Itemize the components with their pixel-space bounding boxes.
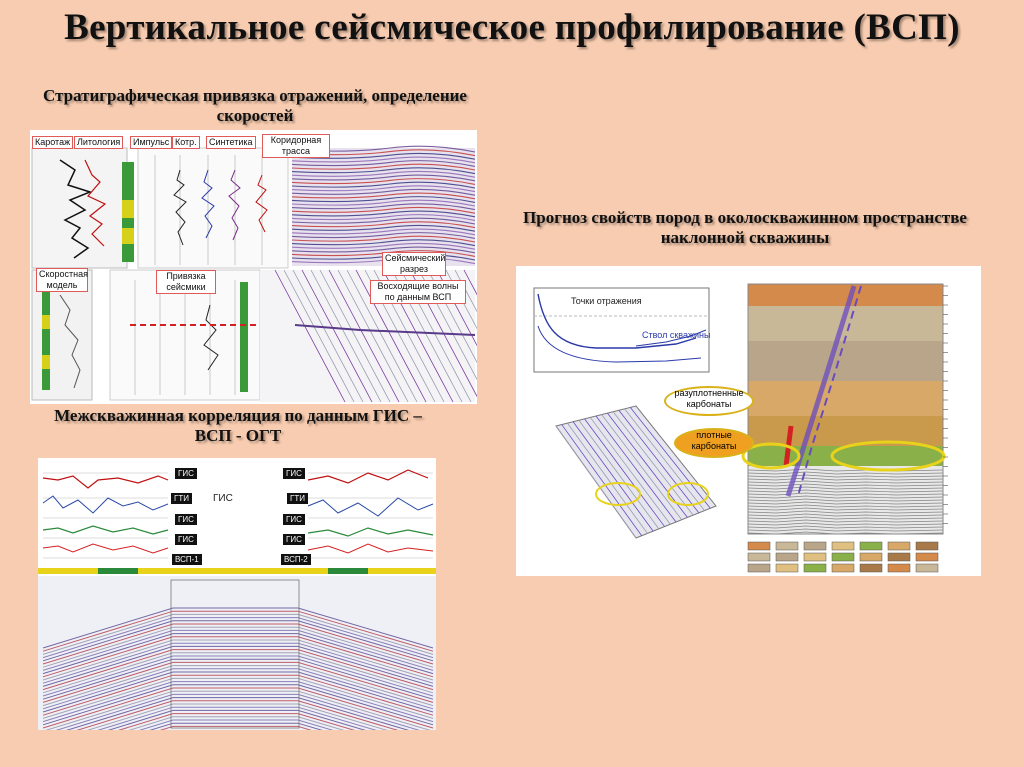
tag-left-gis-2: ГИС (175, 514, 197, 525)
figure-property-forecast-graphic (516, 266, 981, 576)
caption-correlation: Межскважинная корреляция по данным ГИС –… (54, 406, 422, 445)
track-label-synthetic: Синтетика (206, 136, 256, 149)
dense-carbonates-label: плотные карбонаты (674, 428, 754, 458)
track-label-logging: Каротаж (32, 136, 74, 149)
figure-stratigraphic-tie: Каротаж Литология Импульс Котр. Синтетик… (30, 130, 477, 404)
tag-left-gti: ГТИ (171, 493, 192, 504)
tag-right-gis-3: ГИС (283, 534, 305, 545)
seismic-tie-label: Привязка сейсмики (156, 270, 216, 294)
tag-left-gis-1: ГИС (175, 468, 197, 479)
tag-right-gti: ГТИ (287, 493, 308, 504)
seismic-section-label: Сейсмический разрез (382, 252, 446, 276)
tag-right-gis-2: ГИС (283, 514, 305, 525)
compacted-carbonates-label: разуплотненные карбонаты (664, 386, 754, 416)
upgoing-waves-label: Восходящие волны по данным ВСП (370, 280, 466, 304)
track-label-kotr: Котр. (172, 136, 200, 149)
figure-interwell-correlation: ГИС ГТИ ГИС ГИС ВСП-1 ГИС ГИС ГТИ ГИС ГИ… (38, 458, 436, 730)
track-label-impulse: Импульс (130, 136, 173, 149)
tag-left-gis-3: ГИС (175, 534, 197, 545)
reflection-points-label: Точки отражения (571, 296, 642, 306)
track-label-lithology: Литология (74, 136, 124, 149)
well-trunk-label: Ствол скважины (642, 330, 711, 340)
tag-left-vsp: ВСП-1 (172, 554, 202, 565)
tag-right-vsp: ВСП-2 (281, 554, 311, 565)
slide-title: Вертикальное сейсмическое профилирование… (64, 7, 960, 48)
velocity-model-label: Скоростная модель (36, 268, 88, 292)
figure-interwell-correlation-graphic (38, 458, 436, 730)
caption-stratigraphy: Стратиграфическая привязка отражений, оп… (43, 86, 467, 125)
caption-forecast: Прогноз свойств пород в околоскважинном … (523, 208, 967, 247)
figure-property-forecast: Точки отражения Ствол скважины разуплотн… (516, 266, 981, 576)
center-gis-label: ГИС (213, 493, 233, 504)
tag-right-gis-1: ГИС (283, 468, 305, 479)
corridor-trace-label: Коридорная трасса (262, 134, 330, 158)
